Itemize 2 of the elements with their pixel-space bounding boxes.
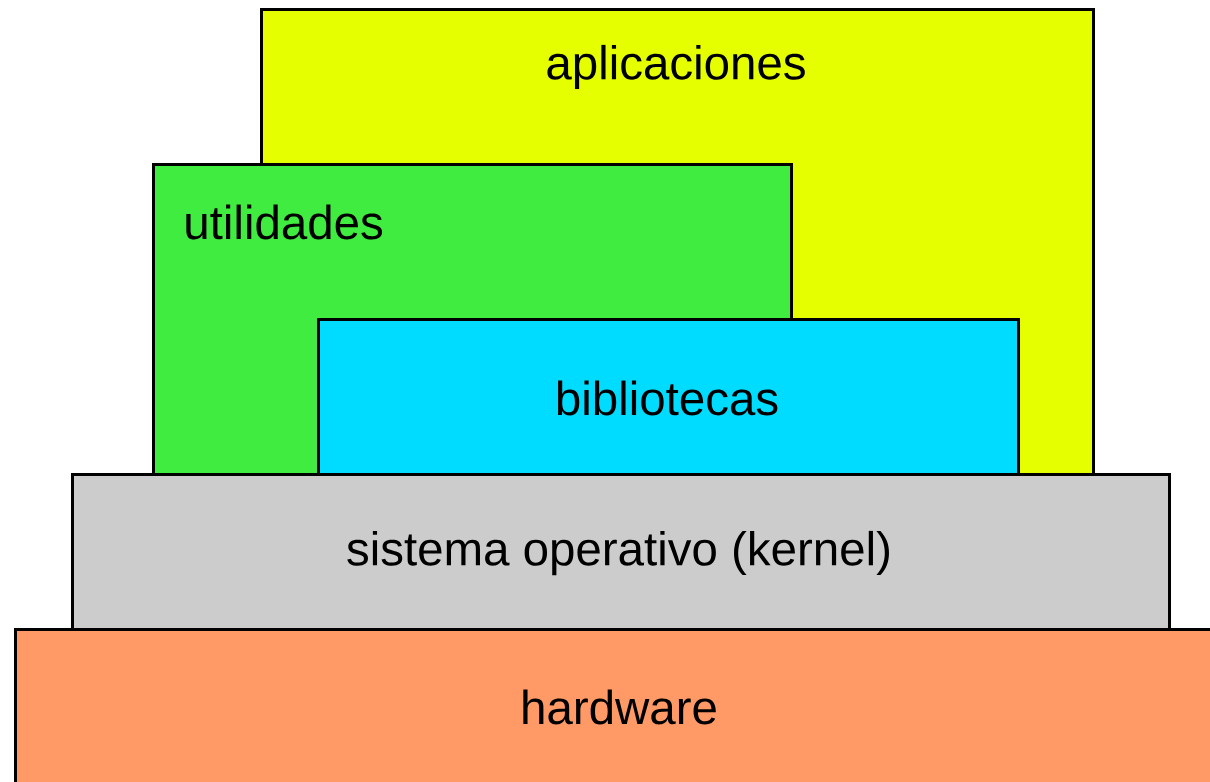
layer-box: hardware xyxy=(14,628,1210,782)
layer-box: sistema operativo (kernel) xyxy=(71,473,1171,631)
